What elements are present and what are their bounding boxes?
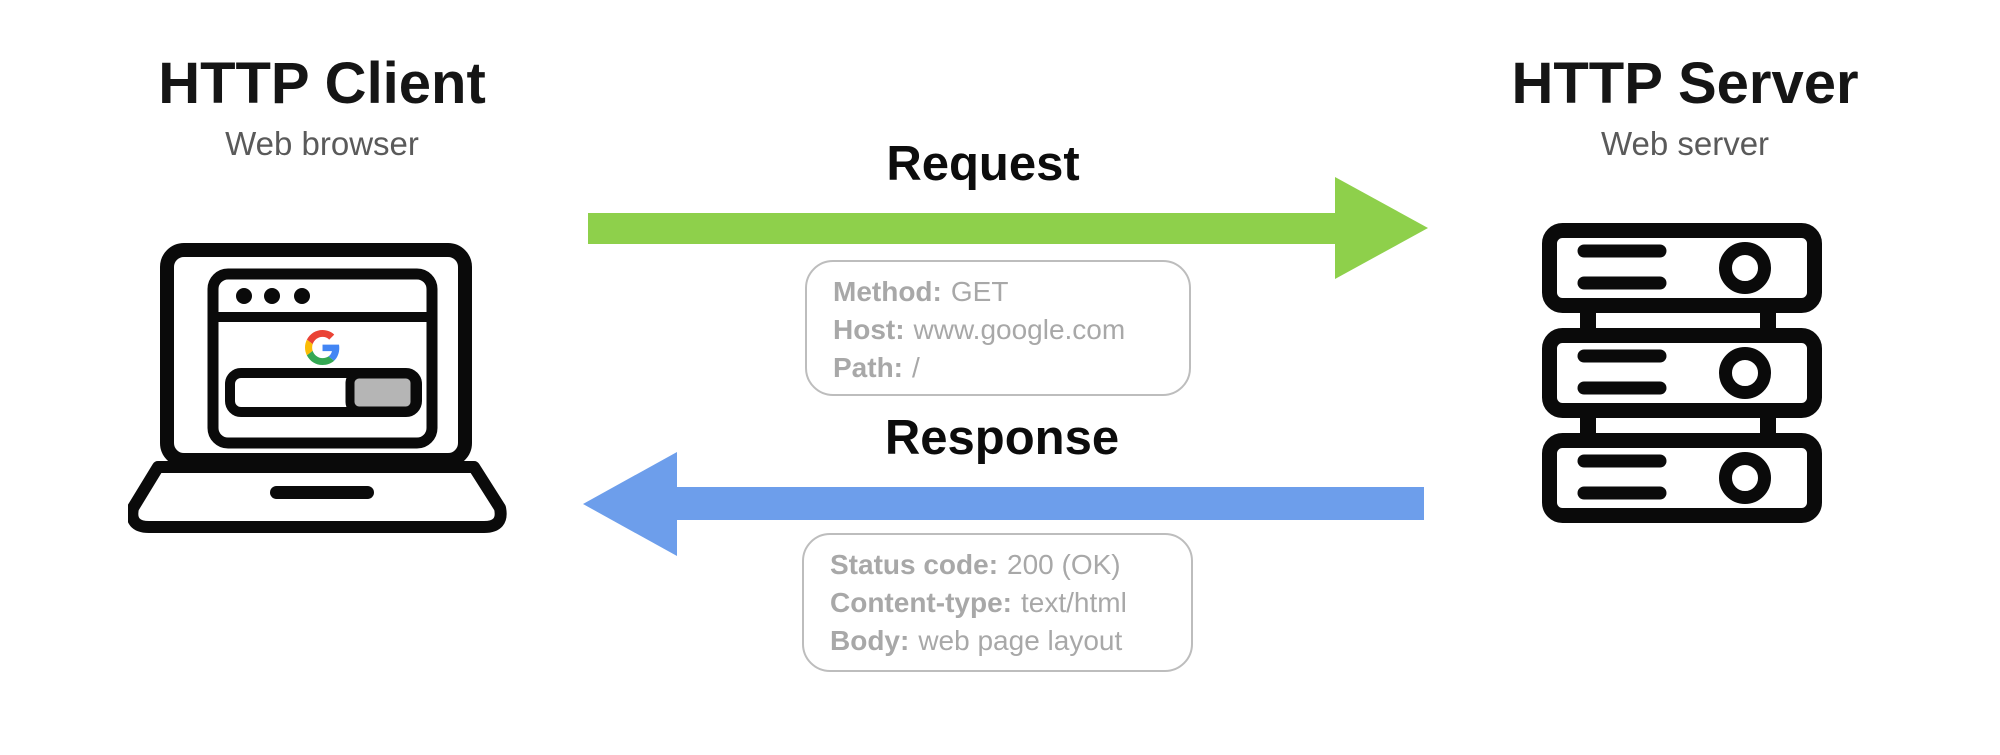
- field-value: GET: [950, 276, 1009, 307]
- response-arrow-body: [677, 487, 1424, 520]
- field-label: Content-type:: [830, 587, 1012, 618]
- field-value: /: [912, 352, 920, 383]
- server-heading: HTTP Server Web server: [1425, 52, 1945, 163]
- field-value: 200 (OK): [1007, 549, 1121, 580]
- field-label: Path:: [833, 352, 903, 383]
- request-arrow: [588, 177, 1428, 279]
- request-host-line: Host: www.google.com: [833, 311, 1169, 349]
- client-subtitle: Web browser: [225, 124, 419, 162]
- response-body-line: Body: web page layout: [830, 622, 1171, 660]
- field-value: text/html: [1020, 587, 1127, 618]
- request-arrow-head: [1335, 177, 1428, 279]
- laptop-browser-icon: [126, 240, 508, 541]
- field-label: Host:: [833, 314, 905, 345]
- response-content-type-line: Content-type: text/html: [830, 584, 1171, 622]
- request-arrow-body: [588, 213, 1336, 244]
- response-details-box: Status code: 200 (OK) Content-type: text/h…: [802, 533, 1193, 672]
- response-label: Response: [884, 411, 1120, 465]
- client-heading: HTTP Client Web browser: [62, 52, 582, 163]
- request-path-line: Path: /: [833, 349, 1169, 387]
- server-stack-icon: [1542, 223, 1822, 528]
- field-value: www.google.com: [913, 314, 1126, 345]
- response-status-line: Status code: 200 (OK): [830, 546, 1171, 584]
- request-method-line: Method: GET: [833, 273, 1169, 311]
- field-label: Body:: [830, 625, 910, 656]
- server-title: HTTP Server: [1511, 51, 1859, 116]
- server-subtitle: Web server: [1600, 124, 1770, 162]
- response-arrow-head: [583, 452, 677, 556]
- google-g-logo: [305, 330, 340, 366]
- request-label: Request: [886, 137, 1080, 191]
- request-details-box: Method: GET Host: www.google.com Path: /: [805, 260, 1191, 396]
- field-label: Status code:: [830, 549, 999, 580]
- field-label: Method:: [833, 276, 942, 307]
- field-value: web page layout: [918, 625, 1123, 656]
- response-arrow: [583, 452, 1424, 556]
- client-title: HTTP Client: [158, 51, 486, 116]
